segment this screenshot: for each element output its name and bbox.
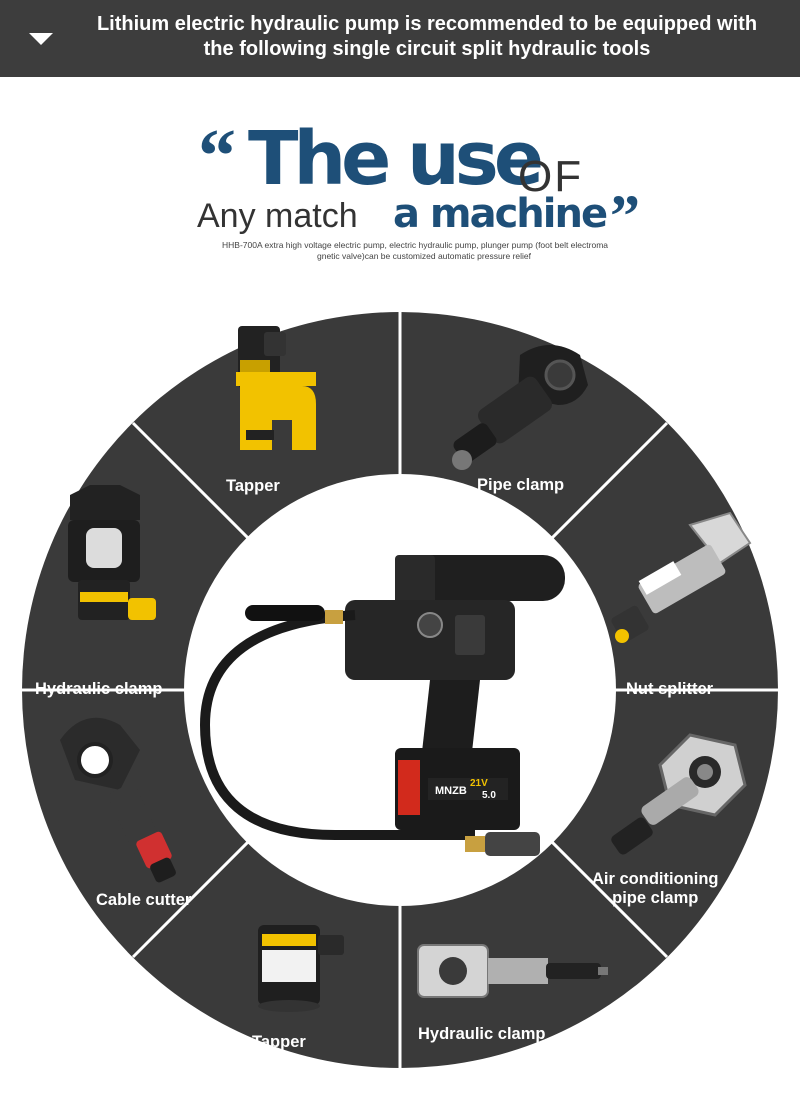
open-quote-mark: “ bbox=[198, 114, 236, 198]
subheadline: Any match a machine ” bbox=[0, 186, 800, 246]
segment-label-cable-cutter: Cable cutter bbox=[96, 891, 192, 909]
banner-title: Lithium electric hydraulic pump is recom… bbox=[62, 12, 792, 62]
banner-line-1: Lithium electric hydraulic pump is recom… bbox=[96, 13, 758, 35]
subheadline-any-match: Any match bbox=[197, 197, 358, 235]
battery-voltage-label: 21V bbox=[470, 778, 488, 789]
banner-line-2: the following single circuit split hydra… bbox=[203, 38, 651, 60]
segment-label-hydraulic-clamp-bottom: Hydraulic clamp bbox=[418, 1025, 546, 1043]
segment-label-nut-splitter: Nut splitter bbox=[626, 680, 714, 698]
battery-brand-label: MNZB bbox=[435, 785, 467, 797]
segment-label-air-conditioning-line-2: pipe clamp bbox=[612, 889, 699, 907]
headline: “ The use OF bbox=[0, 110, 800, 202]
subheadline-a-machine: a machine bbox=[393, 191, 608, 237]
hose-crimper-icon bbox=[611, 733, 747, 855]
crimping-tool-icon bbox=[68, 485, 156, 620]
headline-of: OF bbox=[518, 152, 584, 201]
product-note-line-1: HHB-700A extra high voltage electric pum… bbox=[222, 240, 608, 250]
segment-label-tapper-top: Tapper bbox=[226, 477, 280, 495]
cable-cutter-icon bbox=[60, 717, 176, 883]
tool-wheel-graphic: MNZB 21V 5.0 bbox=[22, 312, 778, 1068]
battery-capacity-label: 5.0 bbox=[482, 790, 496, 801]
hole-punch-cylinder-icon bbox=[258, 925, 344, 1012]
segment-label-hydraulic-clamp-left: Hydraulic clamp bbox=[35, 680, 163, 698]
segment-label-air-conditioning-line-1: Air conditioning bbox=[592, 870, 719, 888]
segment-label-pipe-clamp: Pipe clamp bbox=[477, 476, 565, 494]
wheel-center bbox=[184, 474, 616, 906]
hole-punch-tool-icon bbox=[236, 326, 316, 450]
electric-hydraulic-pump-icon bbox=[199, 555, 565, 856]
hydraulic-clamp-icon bbox=[417, 944, 608, 998]
headline-the-use: The use bbox=[248, 116, 544, 202]
top-banner: Lithium electric hydraulic pump is recom… bbox=[0, 0, 800, 77]
segment-label-air-conditioning-pipe-clamp: Air conditioning pipe clamp bbox=[592, 870, 718, 908]
segment-label-tapper-bottom: Tapper bbox=[252, 1033, 306, 1051]
chevron-down-icon bbox=[29, 33, 53, 45]
product-note: HHB-700A extra high voltage electric pum… bbox=[222, 240, 632, 262]
nut-splitter-icon bbox=[611, 511, 752, 643]
product-note-line-2: gnetic valve)can be customized automatic… bbox=[317, 251, 532, 261]
tool-wheel: MNZB 21V 5.0 Tapper Pipe clamp Nut split… bbox=[0, 280, 800, 1092]
crimping-head-icon bbox=[452, 345, 588, 470]
close-quote-mark: ” bbox=[610, 183, 640, 249]
